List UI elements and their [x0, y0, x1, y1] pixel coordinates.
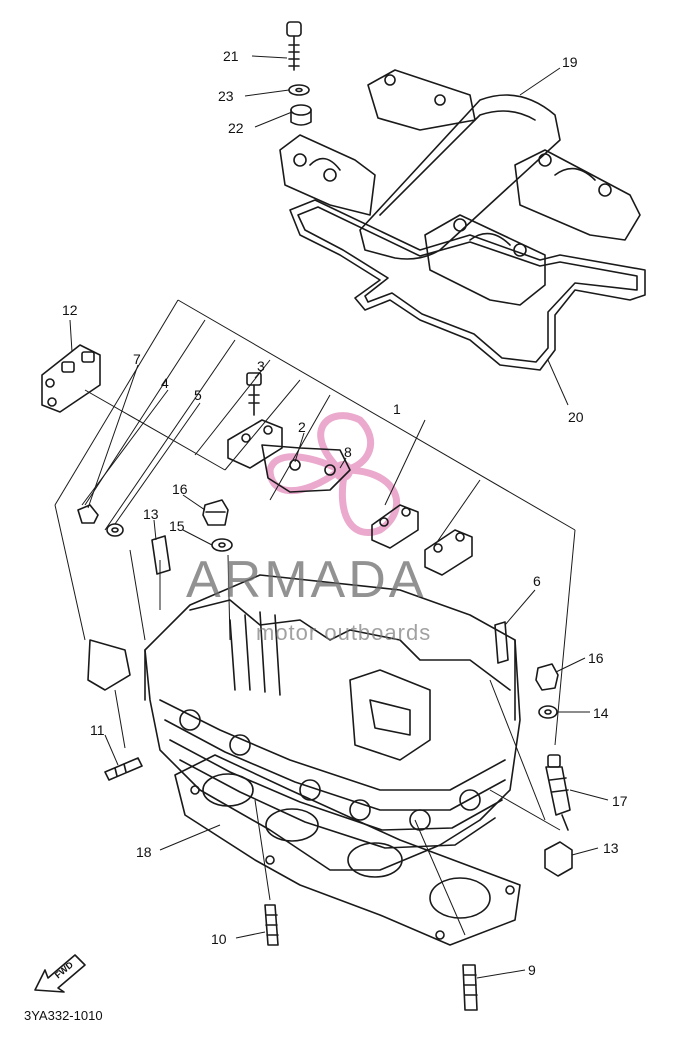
- callout-9: 9: [528, 962, 536, 978]
- spark-plug-17: [545, 754, 571, 831]
- stud-10: [264, 904, 279, 946]
- bolt-7: [77, 504, 99, 524]
- callout-2: 2: [298, 419, 306, 435]
- stud-9: [462, 964, 478, 1011]
- callout-5: 5: [194, 387, 202, 403]
- cam-cap-1-b: [424, 529, 473, 576]
- washer-23: [288, 84, 310, 96]
- callout-16-upper: 16: [172, 481, 188, 497]
- watermark-subtitle: motor outboards: [256, 620, 431, 645]
- callout-18: 18: [136, 844, 152, 860]
- sleeve-13-left: [151, 535, 171, 575]
- nut-16-right: [535, 663, 559, 691]
- fwd-arrow-icon: FWD: [34, 954, 86, 993]
- cover-gasket-20: [289, 199, 646, 371]
- callout-15: 15: [169, 518, 185, 534]
- grommet-22: [290, 104, 312, 126]
- bolt-3: [246, 372, 262, 416]
- fwd-label: FWD: [53, 959, 76, 980]
- washer-15: [211, 538, 233, 552]
- callout-12: 12: [62, 302, 78, 318]
- washer-5: [106, 523, 124, 537]
- callout-leaders: [69, 55, 609, 979]
- part-number: 3YA332-1010: [24, 1008, 103, 1023]
- top-bolt-21: [286, 21, 302, 71]
- callout-23: 23: [218, 88, 234, 104]
- dowel-6: [494, 621, 509, 664]
- callout-6: 6: [533, 573, 541, 589]
- callout-10: 10: [211, 931, 227, 947]
- callout-11: 11: [90, 722, 105, 738]
- callout-4: 4: [161, 375, 169, 391]
- bracket-12: [41, 344, 101, 413]
- callout-16-right: 16: [588, 650, 604, 666]
- callout-1: 1: [393, 401, 401, 417]
- cam-cap-2: [261, 444, 351, 493]
- cam-cap-left: [227, 419, 283, 469]
- guide-lines: [54, 299, 576, 936]
- nut-16-upper: [202, 499, 229, 526]
- callout-8: 8: [344, 444, 352, 460]
- watermark-brand: ARMADA: [186, 551, 426, 609]
- callout-13-upper: 13: [143, 506, 159, 522]
- callout-3: 3: [257, 358, 265, 374]
- callout-21: 21: [223, 48, 239, 64]
- callout-13-lower: 13: [603, 840, 619, 856]
- callout-19: 19: [562, 54, 578, 70]
- callout-14: 14: [593, 705, 609, 721]
- head-gasket-18: [174, 754, 521, 946]
- cylinder-head: [87, 574, 521, 871]
- callout-labels: 21 23 22 19 20 12 7 4 5 3 2 1 8 16 13 15…: [62, 48, 628, 978]
- callout-7: 7: [133, 351, 141, 367]
- sleeve-13-right: [544, 841, 573, 877]
- callout-22: 22: [228, 120, 244, 136]
- washer-14: [538, 705, 558, 719]
- callout-17: 17: [612, 793, 628, 809]
- callout-20: 20: [568, 409, 584, 425]
- watermark-logo: [266, 412, 400, 536]
- head-cover-19: [279, 69, 641, 306]
- stud-11: [104, 757, 143, 781]
- cam-cap-1-a: [371, 504, 419, 549]
